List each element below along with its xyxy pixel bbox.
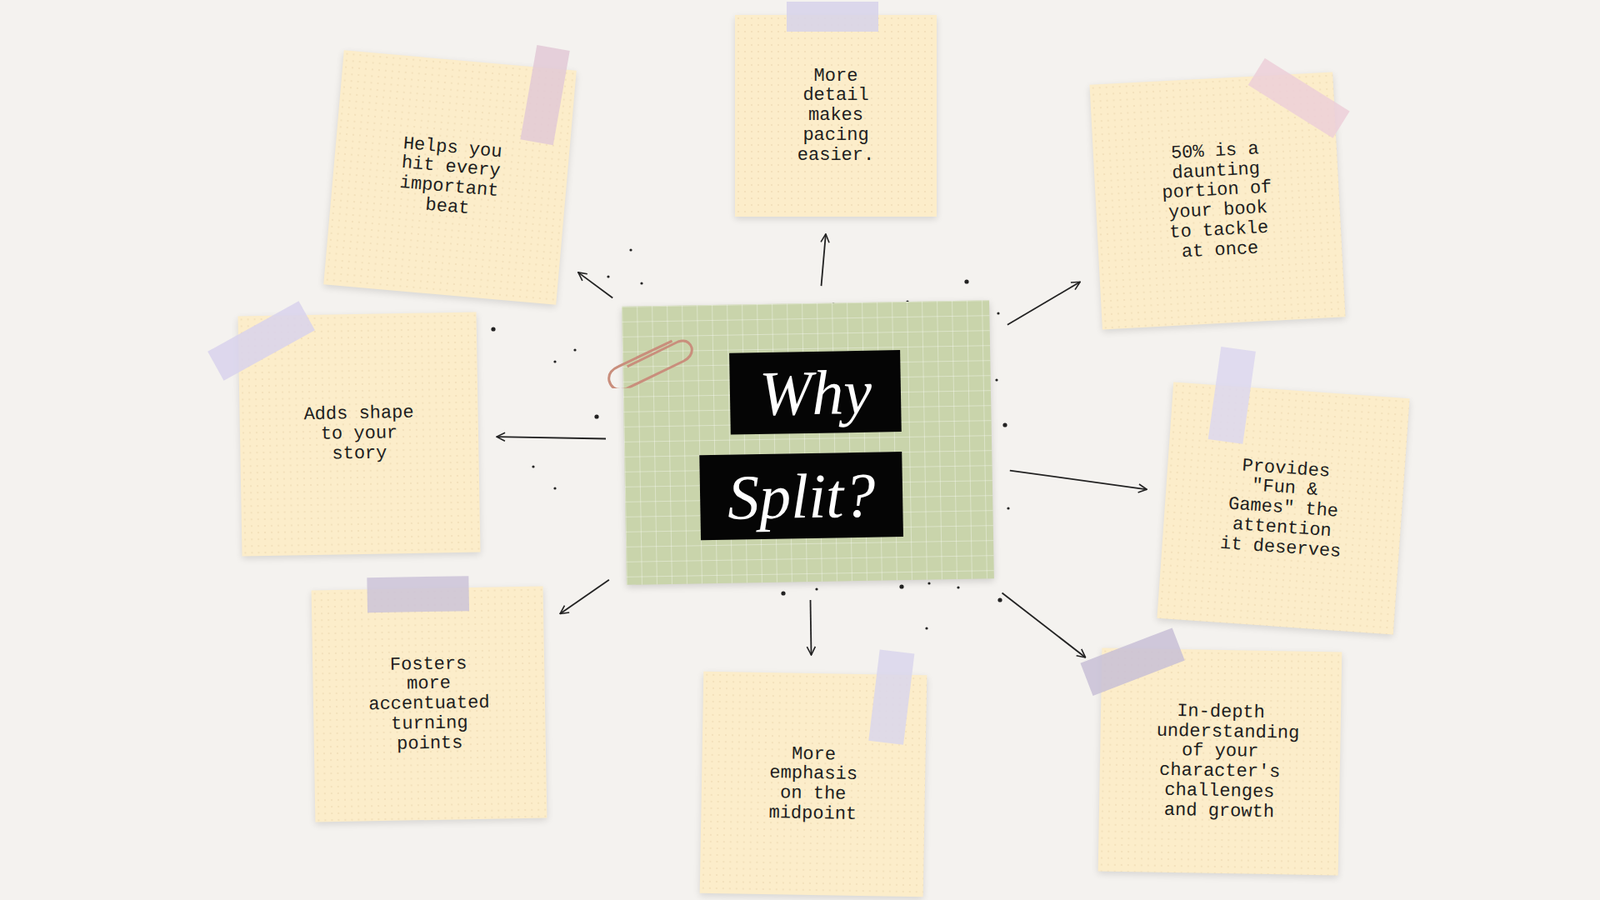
note-text: Helps you hit every important beat — [385, 132, 516, 223]
connector-arrow — [810, 600, 812, 655]
sticky-note: Provides "Fun & Games" the attention it … — [1156, 381, 1410, 635]
note-text: In-depth understanding of your character… — [1155, 700, 1285, 822]
ink-dot — [573, 348, 576, 351]
ink-dot — [899, 584, 904, 589]
ink-dot — [1002, 422, 1007, 427]
connector-arrow — [1010, 470, 1147, 490]
note-text: Fosters more accentuated turning points — [366, 653, 492, 755]
title-band: Why — [729, 350, 902, 435]
sticky-note: 50% is a daunting portion of your book t… — [1090, 72, 1346, 330]
sticky-note: Fosters more accentuated turning points — [311, 586, 548, 823]
washi-tape — [520, 45, 570, 145]
connector-arrow — [1002, 593, 1086, 659]
note-text: More emphasis on the midpoint — [753, 743, 873, 825]
ink-dot — [640, 281, 643, 285]
ink-dot — [594, 414, 599, 419]
sticky-note: More detail makes pacing easier. — [735, 15, 937, 217]
connector-arrow — [578, 272, 613, 299]
ink-dot — [606, 275, 610, 278]
ink-dot — [925, 626, 928, 630]
connector-arrow — [560, 580, 610, 615]
washi-tape — [786, 1, 879, 32]
connector-arrow — [496, 436, 606, 439]
ink-dot — [553, 486, 556, 490]
ink-dot — [964, 279, 969, 284]
title-card: WhySplit? — [621, 300, 995, 585]
washi-tape — [1248, 58, 1350, 139]
paperclip — [601, 336, 703, 389]
ink-dot — [996, 311, 1000, 315]
title-band: Split? — [699, 451, 904, 540]
ink-dot — [815, 587, 818, 590]
note-text: More detail makes pacing easier. — [783, 66, 888, 166]
ink-dot — [1006, 506, 1010, 510]
washi-tape — [366, 575, 470, 613]
ink-dot — [780, 590, 785, 595]
note-text: Provides "Fun & Games" the attention it … — [1216, 454, 1350, 562]
washi-tape — [1080, 627, 1185, 695]
ink-dot — [531, 465, 535, 468]
washi-tape — [207, 300, 315, 381]
ink-dot — [927, 581, 930, 585]
connector-arrow — [821, 234, 826, 286]
sticky-note: More emphasis on the midpoint — [700, 671, 928, 898]
ink-dot — [956, 585, 960, 589]
note-text: Adds shape to your story — [295, 403, 424, 465]
connector-arrow — [1007, 281, 1080, 325]
sticky-note: In-depth understanding of your character… — [1098, 648, 1343, 876]
ink-dot — [629, 248, 632, 251]
ink-dot — [997, 597, 1002, 602]
sticky-note: Adds shape to your story — [238, 312, 481, 557]
ink-dot — [490, 326, 495, 331]
ink-dot — [995, 378, 998, 381]
ink-dot — [553, 360, 556, 363]
note-text: 50% is a daunting portion of your book t… — [1149, 138, 1285, 264]
washi-tape — [1208, 346, 1256, 445]
sticky-note: Helps you hit every important beat — [323, 50, 577, 305]
washi-tape — [868, 649, 915, 745]
